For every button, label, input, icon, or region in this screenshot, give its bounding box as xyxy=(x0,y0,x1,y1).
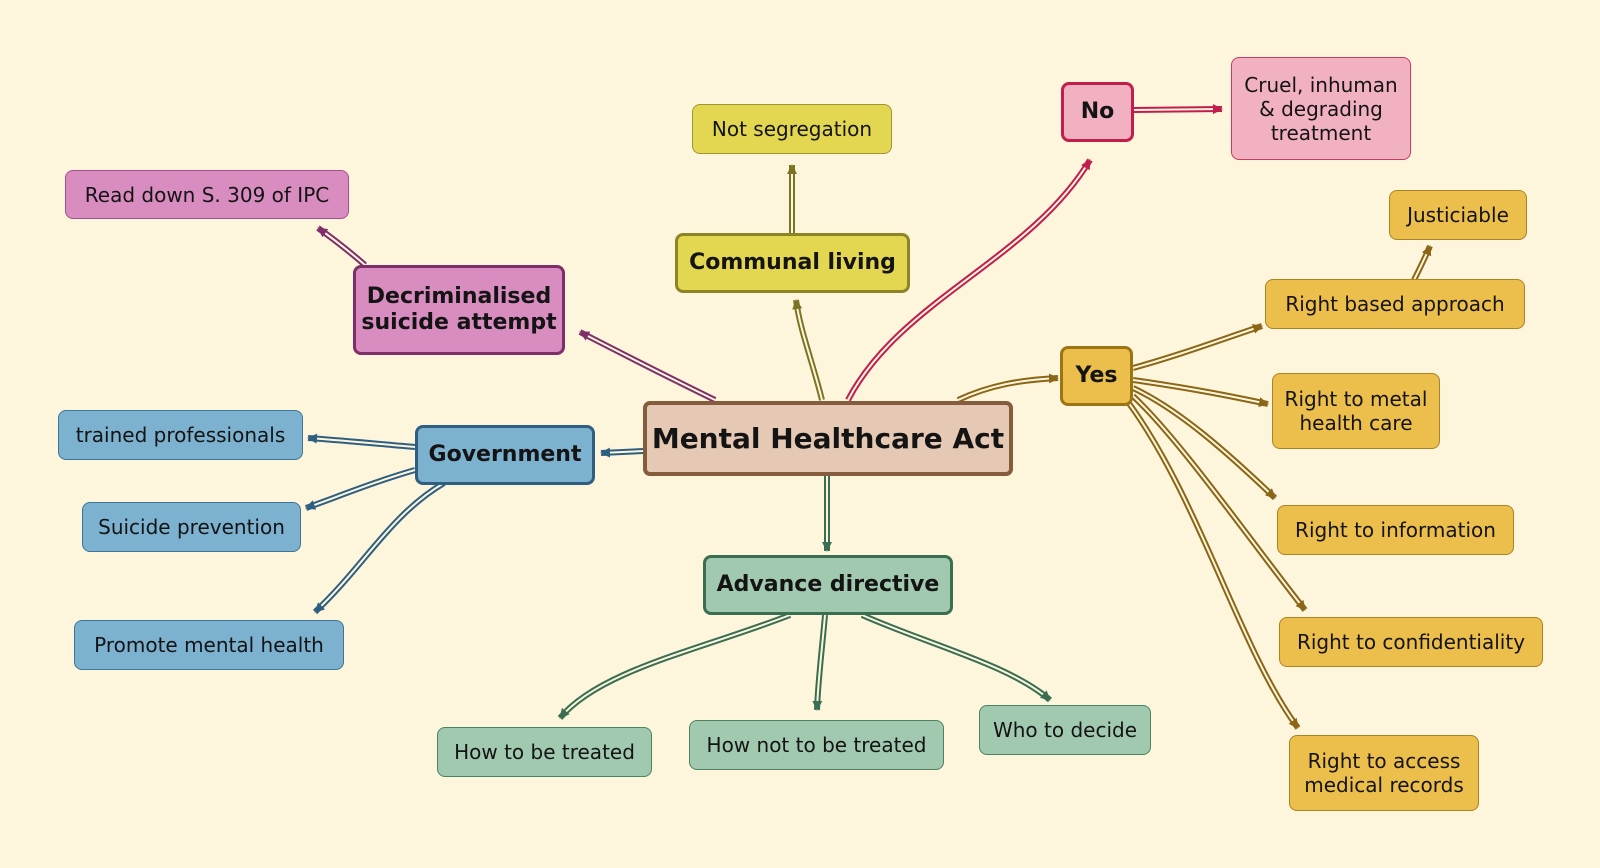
node-right-to-confidentiality[interactable]: Right to confidentiality xyxy=(1279,617,1543,667)
edge-gov-suicide xyxy=(304,467,416,511)
edge-no-cruel xyxy=(1132,104,1223,115)
node-not-segregation[interactable]: Not segregation xyxy=(692,104,892,154)
node-read-down-s309[interactable]: Read down S. 309 of IPC xyxy=(65,170,349,219)
edge-root-government xyxy=(600,447,644,458)
edge-yes-rights xyxy=(1132,323,1263,371)
node-suicide-prevention[interactable]: Suicide prevention xyxy=(82,502,301,552)
edge-advance-howto xyxy=(557,612,792,720)
edge-root-decriminalised xyxy=(578,329,717,403)
edge-gov-trained xyxy=(307,433,416,450)
node-no[interactable]: No xyxy=(1061,82,1134,142)
edge-gov-promote xyxy=(312,480,446,615)
node-right-to-metal-health-care[interactable]: Right to metal health care xyxy=(1272,373,1440,449)
edge-root-yes xyxy=(956,373,1059,403)
node-government[interactable]: Government xyxy=(415,425,595,485)
node-promote-mental-health[interactable]: Promote mental health xyxy=(74,620,344,670)
node-who-to-decide[interactable]: Who to decide xyxy=(979,705,1151,755)
edge-advance-who xyxy=(860,612,1052,703)
edge-yes-records xyxy=(1125,400,1301,730)
node-decriminalised-suicide-attempt[interactable]: Decriminalised suicide attempt xyxy=(353,265,565,355)
edge-root-no xyxy=(845,158,1093,402)
node-right-based-approach[interactable]: Right based approach xyxy=(1265,279,1525,329)
edge-root-communal xyxy=(792,299,825,401)
node-trained-professionals[interactable]: trained professionals xyxy=(58,410,303,460)
node-right-to-information[interactable]: Right to information xyxy=(1277,505,1514,555)
edge-yes-info xyxy=(1131,385,1278,501)
edge-decriminalised-readdown xyxy=(316,225,367,268)
edge-rights-justiciable xyxy=(1411,244,1433,282)
node-cruel-inhuman-degrading[interactable]: Cruel, inhuman & degrading treatment xyxy=(1231,57,1411,160)
node-yes[interactable]: Yes xyxy=(1060,346,1133,406)
node-justiciable[interactable]: Justiciable xyxy=(1389,190,1527,240)
edge-advance-hownot xyxy=(812,614,828,711)
edge-yes-conf xyxy=(1130,393,1308,612)
node-how-to-be-treated[interactable]: How to be treated xyxy=(437,727,652,777)
node-how-not-to-be-treated[interactable]: How not to be treated xyxy=(689,720,944,770)
node-communal-living[interactable]: Communal living xyxy=(675,233,910,293)
node-right-to-access-medical-records[interactable]: Right to access medical records xyxy=(1289,735,1479,811)
node-advance-directive[interactable]: Advance directive xyxy=(703,555,953,615)
node-mental-healthcare-act[interactable]: Mental Healthcare Act xyxy=(643,401,1013,476)
edge-yes-metal xyxy=(1132,377,1269,408)
